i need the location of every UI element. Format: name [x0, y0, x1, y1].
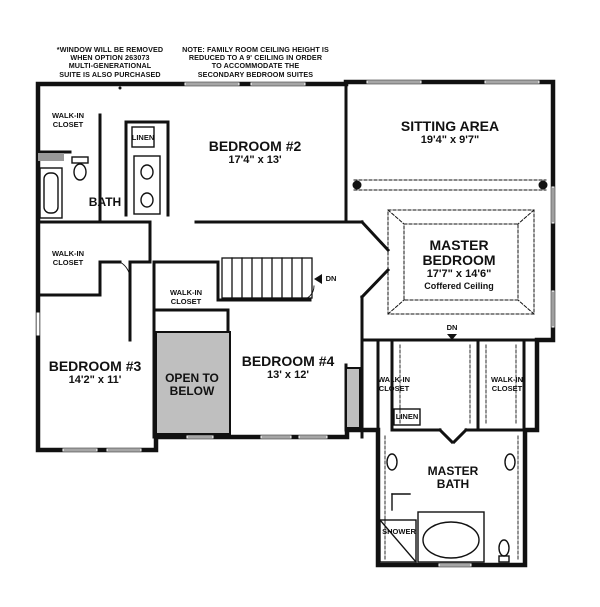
- master-bath-label: MASTER BATH: [427, 464, 479, 491]
- stair-down-label: DN: [325, 274, 337, 283]
- master-down-label: DN: [446, 323, 458, 332]
- bath-wall-block: [38, 153, 64, 161]
- sitting-area-beam: [353, 179, 547, 191]
- sitting-area-label: SITTING AREA 19'4" x 9'7": [400, 118, 500, 147]
- linen-master-label: LINEN: [395, 412, 419, 421]
- bath-label: BATH: [88, 195, 122, 209]
- interior-walls: [36, 82, 539, 445]
- window-removal-note: *WINDOW WILL BE REMOVED WHEN OPTION 2630…: [56, 45, 164, 79]
- walk-in-closet-top-left-label: WALK-IN CLOSET: [51, 111, 85, 129]
- bedroom2-label: BEDROOM #2 17'4" x 13': [208, 138, 302, 167]
- coffered-ceiling: [387, 209, 535, 315]
- open-to-below-label: OPEN TO BELOW: [165, 371, 219, 398]
- stair-down-arrow: [314, 274, 322, 284]
- ceiling-height-note: NOTE: FAMILY ROOM CEILING HEIGHT IS REDU…: [182, 45, 329, 79]
- closet-shelves: [384, 344, 519, 561]
- beam-post-right: [538, 180, 548, 190]
- walk-in-closet-master-right-label: WALK-IN CLOSET: [490, 375, 524, 393]
- master-bedroom-label: MASTER BEDROOM 17'7" x 14'6" Coffered Ce…: [422, 237, 496, 292]
- linen-top-label: LINEN: [131, 133, 155, 142]
- walk-in-closet-master-left-label: WALK-IN CLOSET: [377, 375, 411, 393]
- stairs: [221, 257, 313, 299]
- mechanical-chase: [345, 367, 361, 429]
- shower-label: SHOWER: [382, 527, 416, 536]
- walk-in-closet-mid-left-label: WALK-IN CLOSET: [51, 249, 85, 267]
- bedroom4-label: BEDROOM #4 13' x 12': [241, 353, 335, 382]
- bedroom3-label: BEDROOM #3 14'2" x 11': [48, 358, 142, 387]
- walk-in-closet-center-label: WALK-IN CLOSET: [169, 288, 203, 306]
- window-sills: [63, 81, 554, 566]
- top-left-post: [118, 86, 122, 90]
- exterior-walls: [35, 79, 556, 568]
- master-down-arrow: [447, 334, 457, 340]
- beam-post-left: [352, 180, 362, 190]
- open-to-below-area: [155, 331, 231, 435]
- bath-fixtures: [39, 126, 161, 219]
- interior-door-swings: [119, 261, 315, 301]
- master-bath-fixtures: [379, 408, 516, 563]
